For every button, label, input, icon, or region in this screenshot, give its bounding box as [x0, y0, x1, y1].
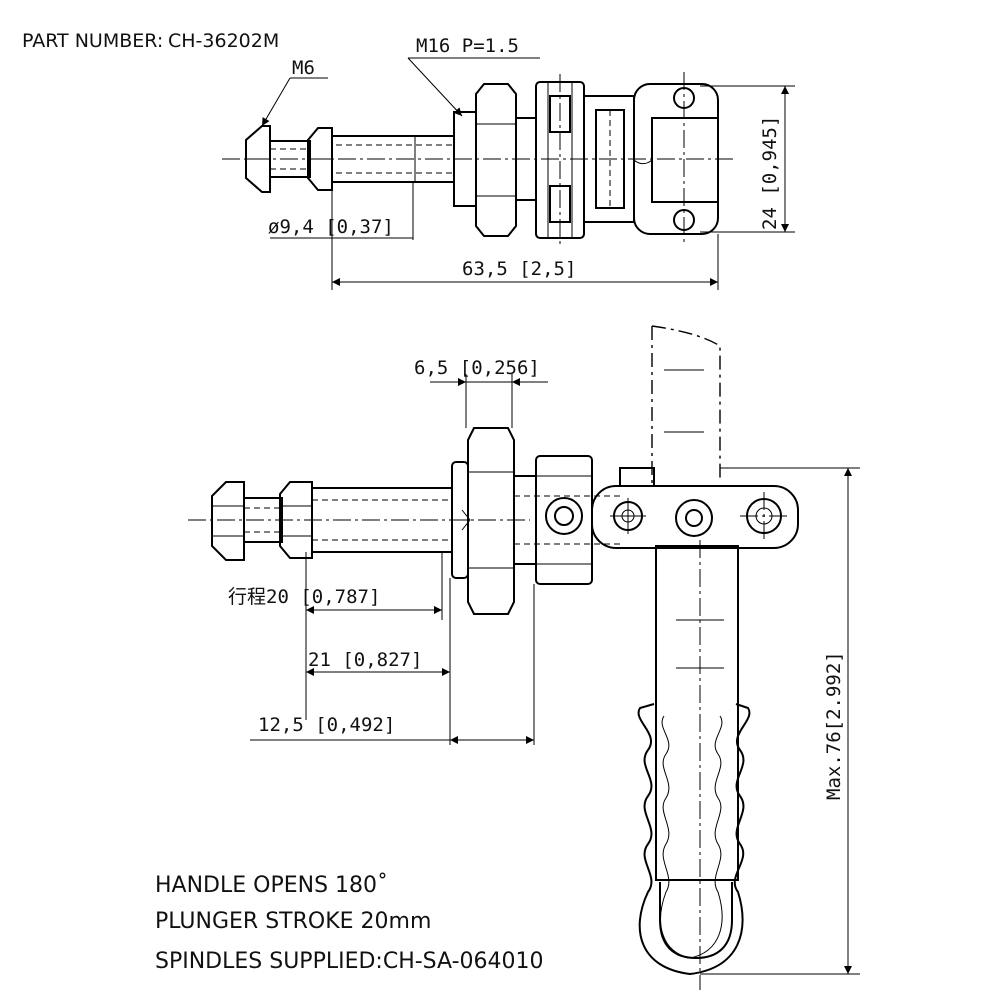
notes: HANDLE OPENS 180˚ PLUNGER STROKE 20mm SP…: [155, 873, 544, 974]
top-view: 24 [0,945] 63,5 [2,5] ø9,4 [0,37] M6 M16…: [222, 35, 795, 290]
dim-overall-length: 63,5 [2,5]: [462, 258, 576, 280]
dim-max-height: Max.76[2.992]: [823, 651, 845, 800]
dim-stroke-20: 行程20 [0,787]: [228, 586, 380, 608]
label-thread-m6: M6: [292, 57, 315, 79]
part-number-value: CH-36202M: [168, 30, 279, 52]
dim-nut-width: 6,5 [0,256]: [414, 357, 540, 379]
note-plunger-stroke: PLUNGER STROKE 20mm: [155, 909, 431, 934]
note-spindles-supplied: SPINDLES SUPPLIED:CH-SA-064010: [155, 949, 544, 974]
dim-offset-12-5: 12,5 [0,492]: [258, 714, 395, 736]
dim-diameter: ø9,4 [0,37]: [268, 216, 394, 238]
note-handle-opens: HANDLE OPENS 180˚: [155, 873, 388, 898]
label-thread-m16: M16 P=1.5: [416, 35, 519, 57]
dim-width-24: 24 [0,945]: [759, 116, 781, 230]
side-view: Max.76[2.992] 6,5 [0,256] 行程20 [0,787] 2…: [188, 325, 860, 990]
dim-stroke-21: 21 [0,827]: [308, 649, 422, 671]
part-number-label: PART NUMBER:: [22, 30, 163, 52]
